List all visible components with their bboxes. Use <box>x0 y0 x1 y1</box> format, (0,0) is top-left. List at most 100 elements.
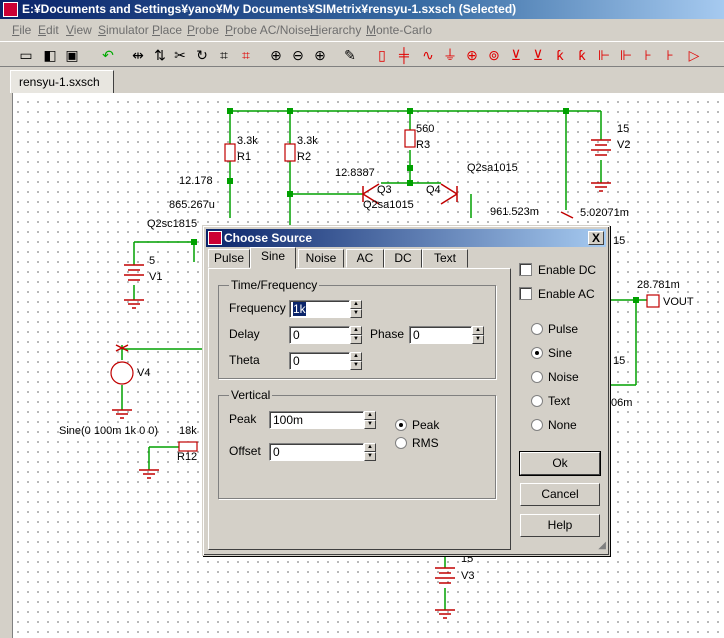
menu-hierarchy[interactable]: Hierarchy <box>310 23 362 37</box>
frequency-spin[interactable]: 1k ▲▼ <box>289 300 363 318</box>
tab-pulse[interactable]: Pulse <box>208 249 250 268</box>
zoom-full-icon[interactable]: ⊕ <box>270 47 282 63</box>
offset-input[interactable]: 0 <box>269 443 364 461</box>
label-v3-value: 15 <box>461 553 474 565</box>
theta-spinner[interactable]: ▲▼ <box>350 352 362 370</box>
radio-type-pulse-dot[interactable] <box>531 323 543 335</box>
radio-rms-label: RMS <box>412 436 439 450</box>
frequency-spinner[interactable]: ▲▼ <box>350 300 362 318</box>
label-v3: V3 <box>461 570 475 582</box>
cancel-button[interactable]: Cancel <box>520 483 600 506</box>
offset-spinner[interactable]: ▲▼ <box>364 443 376 461</box>
inductor-icon[interactable]: ∿ <box>422 47 434 63</box>
radio-rms[interactable]: RMS <box>395 436 439 450</box>
radio-peak[interactable]: Peak <box>395 418 439 432</box>
app-icon <box>3 2 18 17</box>
zener-icon[interactable]: ⊻ <box>532 47 544 63</box>
label-v1-value: 5 <box>149 255 156 267</box>
offset-spin[interactable]: 0 ▲▼ <box>269 443 377 461</box>
menu-monte-carlo[interactable]: Monte-Carlo <box>366 23 433 37</box>
document-tab-bar: rensyu-1.sxsch <box>0 67 724 93</box>
radio-type-sine-dot[interactable] <box>531 347 543 359</box>
tab-sine[interactable]: Sine <box>250 247 296 269</box>
document-tab[interactable]: rensyu-1.sxsch <box>10 70 114 93</box>
pencil-icon[interactable]: ✎ <box>344 47 356 63</box>
radio-type-pulse[interactable]: Pulse <box>531 322 578 336</box>
menu-view[interactable]: View <box>66 23 92 37</box>
wire-mode-icon[interactable]: ⌗ <box>220 47 228 63</box>
label-sine-spec: Sine(0 100m 1k 0 0) <box>59 425 159 437</box>
zoom-out-icon[interactable]: ⊖ <box>292 47 304 63</box>
menu-edit[interactable]: Edit <box>38 23 59 37</box>
sine-tab-panel: Time/Frequency Frequency 1k ▲▼ Delay 0 ▲… <box>208 268 511 550</box>
nmos-icon[interactable]: ⊩ <box>597 47 611 63</box>
enable-ac-box[interactable] <box>519 287 532 300</box>
delay-spin[interactable]: 0 ▲▼ <box>289 326 363 344</box>
radio-peak-dot[interactable] <box>395 419 407 431</box>
enable-dc-box[interactable] <box>519 263 532 276</box>
phase-spinner[interactable]: ▲▼ <box>472 326 484 344</box>
radio-rms-dot[interactable] <box>395 437 407 449</box>
flip-vertical-icon[interactable]: ⇅ <box>154 47 166 63</box>
radio-type-noise-dot[interactable] <box>531 371 543 383</box>
menu-probe-ac-noise[interactable]: Probe AC/Noise <box>225 23 311 37</box>
undo-icon[interactable]: ↶ <box>102 47 114 63</box>
tab-text[interactable]: Text <box>422 249 468 268</box>
peak-spin[interactable]: 100m ▲▼ <box>269 411 377 429</box>
ok-button[interactable]: Ok <box>519 451 601 476</box>
tab-dc[interactable]: DC <box>384 249 422 268</box>
pjfet-icon[interactable]: ⊦ <box>666 47 674 63</box>
label-node-12178: 12.178 <box>179 175 213 187</box>
ground-icon[interactable]: ⏚ <box>443 47 457 63</box>
save-icon[interactable]: ▣ <box>65 47 79 63</box>
rotate-icon[interactable]: ↻ <box>196 47 208 63</box>
frequency-label: Frequency <box>229 301 286 315</box>
diode-icon[interactable]: ⊻ <box>510 47 522 63</box>
menu-simulator[interactable]: Simulator <box>98 23 149 37</box>
theta-input[interactable]: 0 <box>289 352 350 370</box>
dialog-title-bar: Choose Source X <box>206 229 606 247</box>
tab-ac[interactable]: AC <box>346 249 384 268</box>
menu-place[interactable]: Place <box>152 23 183 37</box>
radio-type-noise[interactable]: Noise <box>531 370 579 384</box>
frequency-input[interactable]: 1k <box>289 300 350 318</box>
label-node-502m: 5.02071m <box>580 207 629 219</box>
new-folder-icon[interactable]: ◧ <box>43 47 57 63</box>
help-button[interactable]: Help <box>520 514 600 537</box>
delete-wire-icon[interactable]: ⌗ <box>242 47 250 63</box>
opamp-icon[interactable]: ▷ <box>688 47 700 63</box>
resize-grip-icon[interactable]: ◢ <box>598 540 606 551</box>
radio-type-text[interactable]: Text <box>531 394 570 408</box>
close-icon[interactable]: X <box>588 231 604 245</box>
radio-type-sine[interactable]: Sine <box>531 346 572 360</box>
menu-file[interactable]: File <box>12 23 32 37</box>
enable-dc-checkbox[interactable]: Enable DC <box>519 263 596 277</box>
resistor-icon[interactable]: ▯ <box>378 47 386 63</box>
enable-ac-checkbox[interactable]: Enable AC <box>519 287 595 301</box>
theta-spin[interactable]: 0 ▲▼ <box>289 352 363 370</box>
radio-type-none-dot[interactable] <box>531 419 543 431</box>
peak-input[interactable]: 100m <box>269 411 364 429</box>
phase-spin[interactable]: 0 ▲▼ <box>409 326 485 344</box>
pnp-icon[interactable]: ƙ <box>578 47 586 63</box>
zoom-in-icon[interactable]: ⊕ <box>314 47 326 63</box>
radio-type-text-dot[interactable] <box>531 395 543 407</box>
radio-type-none[interactable]: None <box>531 418 577 432</box>
pmos-icon[interactable]: ⊩ <box>619 47 633 63</box>
delay-label: Delay <box>229 327 260 341</box>
npn-icon[interactable]: ƙ <box>556 47 564 63</box>
flip-horizontal-icon[interactable]: ⇹ <box>132 47 144 63</box>
peak-spinner[interactable]: ▲▼ <box>364 411 376 429</box>
radio-type-pulse-label: Pulse <box>548 322 579 336</box>
current-source-icon[interactable]: ⊚ <box>488 47 500 63</box>
phase-input[interactable]: 0 <box>409 326 472 344</box>
delay-spinner[interactable]: ▲▼ <box>350 326 362 344</box>
menu-probe[interactable]: Probe <box>187 23 220 37</box>
voltage-source-icon[interactable]: ⊕ <box>466 47 478 63</box>
tab-noise[interactable]: Noise <box>298 249 344 268</box>
cut-icon[interactable]: ✂ <box>174 47 186 63</box>
delay-input[interactable]: 0 <box>289 326 350 344</box>
capacitor-icon[interactable]: ╪ <box>399 47 409 63</box>
open-folder-icon[interactable]: ▭ <box>19 47 33 63</box>
njfet-icon[interactable]: ⊦ <box>644 47 652 63</box>
